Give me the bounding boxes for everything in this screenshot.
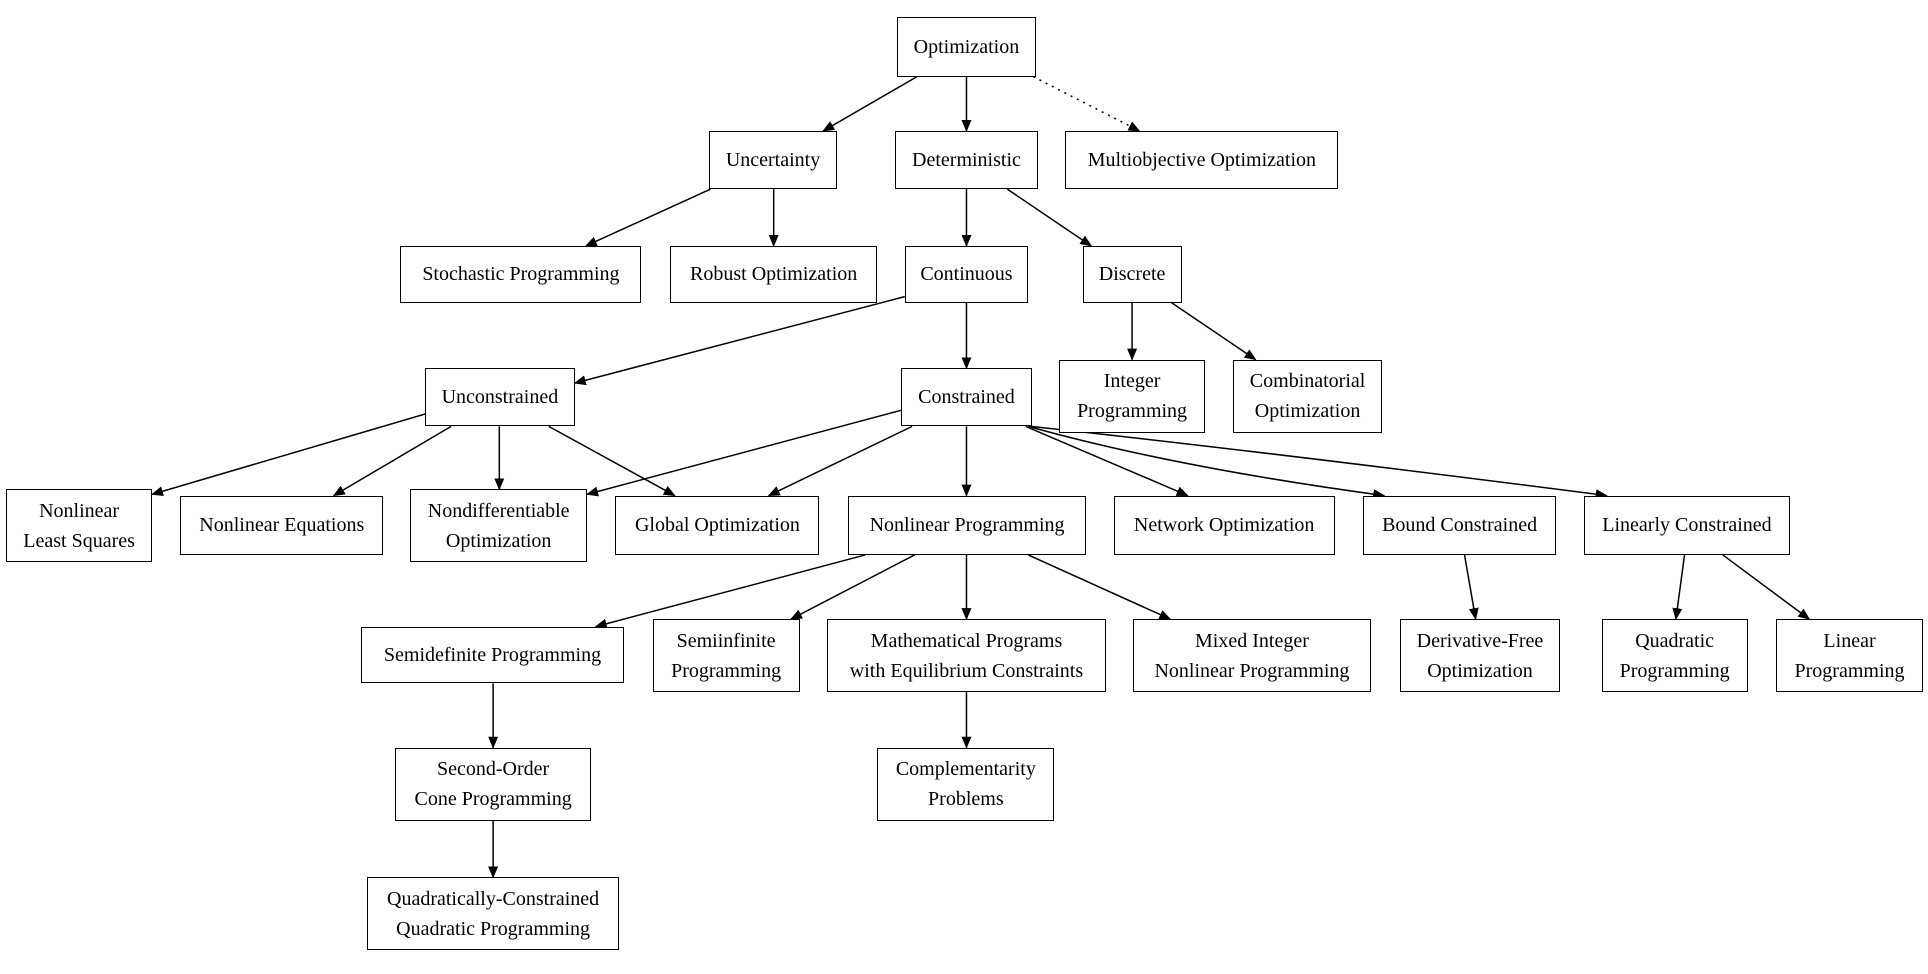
node-quadratically-constrained-qp: Quadratically-Constrained Quadratic Prog… <box>367 877 620 951</box>
node-linear-programming: Linear Programming <box>1775 619 1924 693</box>
node-nonlinear-least-squares: Nonlinear Least Squares <box>6 489 152 563</box>
node-second-order-cone-programming: Second-Order Cone Programming <box>395 747 591 821</box>
edge-optimization-to-multiobjective <box>1032 75 1141 132</box>
edge-constrained-to-nondiff <box>586 409 902 497</box>
node-quadratic-programming: Quadratic Programming <box>1601 619 1748 693</box>
edge-constrained-to-bound <box>1028 425 1386 500</box>
edge-nlp-to-semiinf <box>790 554 915 620</box>
node-robust-optimization: Robust Optimization <box>669 245 878 303</box>
edge-uncertainty-to-stochastic <box>584 188 711 247</box>
edge-nlp-to-sdp <box>594 554 866 629</box>
node-semiinfinite-programming: Semiinfinite Programming <box>652 619 800 693</box>
edge-constrained-to-network <box>1025 425 1189 497</box>
node-uncertainty: Uncertainty <box>709 131 837 190</box>
node-network-optimization: Network Optimization <box>1113 495 1335 555</box>
edge-linearly-to-lp <box>1722 554 1811 620</box>
node-nonlinear-equations: Nonlinear Equations <box>180 495 384 555</box>
edge-nlp-to-minlp <box>1027 554 1172 620</box>
edge-constrained-to-linearly <box>1030 425 1608 500</box>
node-integer-programming: Integer Programming <box>1059 359 1205 433</box>
node-complementarity-problems: Complementarity Problems <box>877 747 1055 821</box>
node-mathematical-programs-equilibrium: Mathematical Programs with Equilibrium C… <box>826 619 1107 693</box>
node-combinatorial-optimization: Combinatorial Optimization <box>1233 359 1382 433</box>
node-nondifferentiable-optimization: Nondifferentiable Optimization <box>410 489 588 563</box>
node-continuous: Continuous <box>904 245 1029 303</box>
node-semidefinite-programming: Semidefinite Programming <box>360 626 625 684</box>
node-optimization: Optimization <box>897 17 1036 77</box>
node-constrained: Constrained <box>900 368 1032 427</box>
node-unconstrained: Unconstrained <box>425 368 575 427</box>
node-bound-constrained: Bound Constrained <box>1363 495 1556 555</box>
node-discrete: Discrete <box>1082 245 1182 303</box>
node-linearly-constrained: Linearly Constrained <box>1584 495 1790 555</box>
node-nonlinear-programming: Nonlinear Programming <box>847 495 1087 555</box>
edge-bound-to-dfo <box>1463 554 1479 621</box>
node-derivative-free-optimization: Derivative-Free Optimization <box>1400 619 1560 693</box>
edge-constrained-to-global <box>767 425 913 497</box>
edge-linearly-to-qp <box>1672 554 1686 621</box>
edge-optimization-to-uncertainty <box>822 75 918 132</box>
node-global-optimization: Global Optimization <box>615 495 820 555</box>
edge-unconstrained-to-nonlinear_eq <box>332 425 452 497</box>
node-mixed-integer-nonlinear-programming: Mixed Integer Nonlinear Programming <box>1133 619 1371 693</box>
node-stochastic-programming: Stochastic Programming <box>400 245 642 303</box>
node-multiobjective-optimization: Multiobjective Optimization <box>1065 131 1339 190</box>
edge-unconstrained-to-global <box>548 425 676 497</box>
edge-discrete-to-combinatorial <box>1171 302 1257 361</box>
edge-unconstrained-to-nonlinear_ls <box>151 413 426 497</box>
edge-continuous-to-unconstrained <box>573 295 905 386</box>
edge-deterministic-to-discrete <box>1006 188 1093 247</box>
node-deterministic: Deterministic <box>894 131 1039 190</box>
